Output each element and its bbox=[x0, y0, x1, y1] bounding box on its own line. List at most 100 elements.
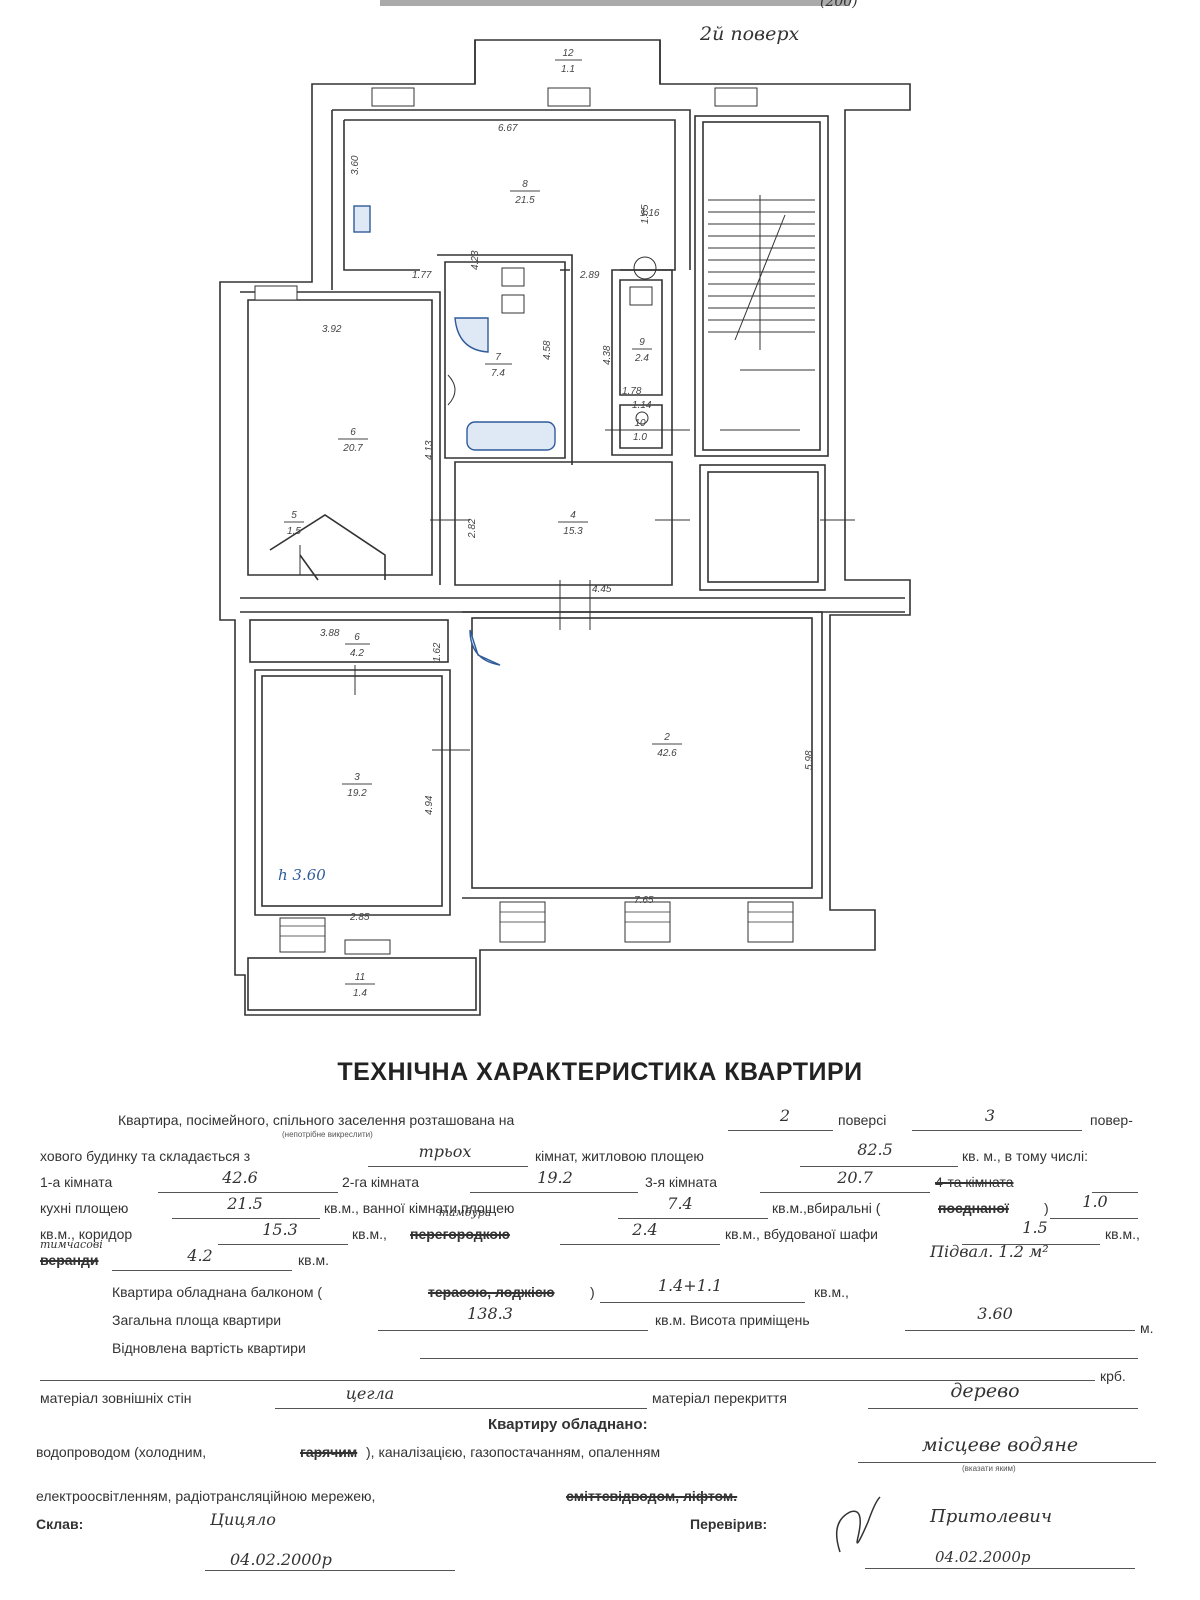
rule bbox=[905, 1330, 1135, 1331]
value-tambur: 2.4 bbox=[632, 1220, 658, 1239]
value-floors: 3 bbox=[984, 1106, 996, 1125]
value-kitchen: 21.5 bbox=[227, 1194, 263, 1213]
room-label-area: 1.5 bbox=[287, 526, 301, 537]
text-l12b: ), каналізацією, газопостачанням, опален… bbox=[366, 1444, 661, 1460]
height-note: h 3.60 bbox=[278, 866, 326, 884]
dim-label: 7.65 bbox=[634, 895, 654, 906]
text-l5c: кв.м., вбудованої шафи bbox=[725, 1226, 878, 1242]
rule bbox=[112, 1270, 292, 1271]
text-l10a: матеріал зовнішніх стін bbox=[40, 1390, 192, 1406]
signature-mark bbox=[835, 1496, 881, 1553]
rule bbox=[912, 1130, 1082, 1131]
room-label-num: 2 bbox=[663, 732, 670, 743]
text-l10b: матеріал перекриття bbox=[652, 1390, 787, 1406]
text-room4-label: 4-та кімната bbox=[935, 1174, 1014, 1190]
text-l1a: Квартира, посімейного, спільного заселен… bbox=[118, 1112, 515, 1128]
cut-header-title: (200) bbox=[820, 0, 858, 10]
room-label-area: 1.4 bbox=[353, 988, 367, 999]
dim-label: 2.85 bbox=[349, 912, 370, 923]
room-labels: 12 1.1 8 21.5 7 7.4 9 2.4 6 20.7 5 1.5 4… bbox=[284, 48, 682, 999]
dim-label: 4.45 bbox=[592, 584, 612, 595]
value-wall-material: цегла bbox=[345, 1384, 395, 1403]
dim-label: 5.98 bbox=[804, 750, 815, 770]
plan-windows bbox=[254, 87, 794, 955]
dim-label: 2.82 bbox=[467, 518, 478, 539]
text-l4b: кв.м., ванної кімнати площею bbox=[324, 1200, 515, 1216]
text-l5d: кв.м., bbox=[1105, 1226, 1140, 1242]
room-label-area: 19.2 bbox=[347, 788, 367, 799]
room-label-num: 4 bbox=[570, 510, 576, 521]
text-l6-prefix: веранди bbox=[40, 1252, 99, 1268]
room-label-area: 15.3 bbox=[563, 526, 583, 537]
text-l8a: Загальна площа квартири bbox=[112, 1312, 282, 1328]
value-total-area: 138.3 bbox=[467, 1304, 513, 1323]
doc-title: ТЕХНІЧНА ХАРАКТЕРИСТИКА КВАРТИРИ bbox=[337, 1058, 863, 1086]
date-checked: 04.02.2000р bbox=[935, 1548, 1031, 1566]
date-compiled: 04.02.2000р bbox=[230, 1550, 332, 1569]
text-l12a: водопроводом (холодним, bbox=[36, 1444, 207, 1460]
value-tambur-label: тамбура bbox=[438, 1206, 492, 1219]
equipped-heading: Квартиру обладнано: bbox=[488, 1416, 648, 1433]
value-veranda: 4.2 bbox=[187, 1246, 213, 1265]
rule bbox=[618, 1218, 768, 1219]
text-l5b: кв.м., bbox=[352, 1226, 387, 1242]
room-label-num: 7 bbox=[495, 352, 501, 363]
dim-label: 4.38 bbox=[602, 345, 613, 365]
room-label-area: 7.4 bbox=[491, 368, 505, 379]
rule bbox=[368, 1166, 528, 1167]
value-wc: 1.0 bbox=[1082, 1192, 1108, 1211]
text-room3-label: 3-я кімната bbox=[645, 1174, 718, 1190]
text-l5-struck: перегородкою bbox=[410, 1226, 510, 1242]
dim-label: 4.23 bbox=[470, 250, 481, 270]
text-l2c: кв. м., в тому числі: bbox=[962, 1148, 1088, 1164]
dim-label: 1.65 bbox=[640, 204, 651, 224]
room-label-num: 12 bbox=[562, 48, 574, 59]
room-label-num: 8 bbox=[522, 179, 528, 190]
room-label-num: 10 bbox=[634, 418, 646, 429]
plan-stairs bbox=[708, 195, 815, 371]
text-room2-label: 2-га кімната bbox=[342, 1174, 420, 1190]
cut-header-strip bbox=[380, 0, 850, 6]
room-label-area: 1.1 bbox=[561, 64, 575, 75]
room-label-num: 9 bbox=[639, 337, 645, 348]
value-balcony: 1.4+1.1 bbox=[657, 1276, 723, 1295]
rule bbox=[378, 1330, 648, 1331]
rule bbox=[865, 1568, 1135, 1569]
rule bbox=[158, 1192, 338, 1193]
checked-by-label: Перевірив: bbox=[690, 1516, 768, 1532]
compiled-by-name: Цицяло bbox=[210, 1510, 276, 1529]
rule bbox=[218, 1244, 348, 1245]
value-height: 3.60 bbox=[977, 1304, 1013, 1323]
value-living: 82.5 bbox=[857, 1140, 893, 1159]
value-closet: 1.5 bbox=[1022, 1218, 1048, 1237]
room-label-area: 21.5 bbox=[514, 195, 535, 206]
dim-label: 3.60 bbox=[350, 155, 361, 175]
dim-label: 1.77 bbox=[412, 270, 432, 281]
text-l8b: кв.м. Висота приміщень bbox=[655, 1312, 810, 1328]
dim-label: 3.88 bbox=[320, 628, 340, 639]
rule bbox=[728, 1130, 833, 1131]
dim-label: 1.14 bbox=[632, 400, 652, 411]
room-label-area: 4.2 bbox=[350, 648, 364, 659]
text-l4d: ) bbox=[1044, 1200, 1049, 1216]
text-l9-unit: крб. bbox=[1100, 1368, 1126, 1384]
text-l1c: повер- bbox=[1090, 1112, 1133, 1128]
dim-label: 4.13 bbox=[424, 440, 435, 460]
plan-fixtures bbox=[353, 205, 556, 666]
plan-ticks bbox=[299, 429, 855, 751]
technical-characteristics: ТЕХНІЧНА ХАРАКТЕРИСТИКА КВАРТИРИ Квартир… bbox=[0, 1040, 1200, 1600]
rule bbox=[275, 1408, 647, 1409]
compiled-by-label: Склав: bbox=[36, 1516, 84, 1532]
text-l12-struck: гарячим bbox=[300, 1444, 358, 1460]
rule bbox=[800, 1166, 958, 1167]
floor-plan: 2й поверх (200) bbox=[219, 0, 911, 1016]
text-l7a: Квартира обладнана балконом ( bbox=[112, 1284, 323, 1300]
text-l5a: кв.м., коридор bbox=[40, 1226, 133, 1242]
value-floor-material: дерево bbox=[950, 1380, 1020, 1402]
value-room1: 42.6 bbox=[222, 1168, 258, 1187]
room-label-area: 2.4 bbox=[634, 353, 649, 364]
dim-label: 1.16 bbox=[640, 208, 660, 219]
room-label-num: 11 bbox=[355, 972, 365, 983]
text-l2b: кімнат, житловою площею bbox=[535, 1148, 704, 1164]
value-bath: 7.4 bbox=[667, 1194, 693, 1213]
